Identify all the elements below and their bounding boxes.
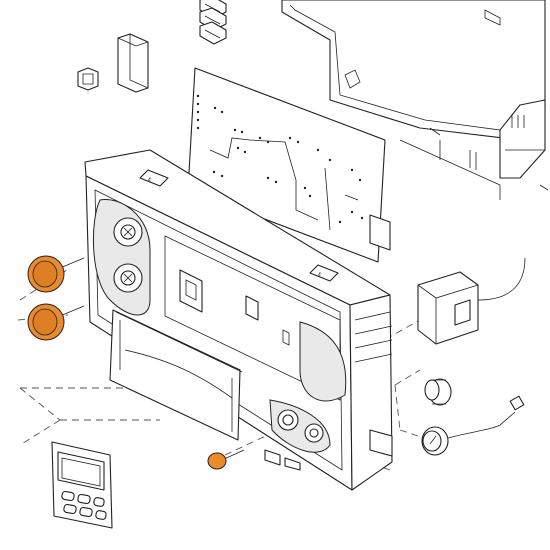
knob-upper[interactable] (27, 255, 85, 293)
connector-block (117, 33, 149, 93)
svg-text:ε: ε (147, 176, 152, 184)
bracket (417, 257, 526, 345)
plug (424, 378, 452, 406)
small-clip (77, 67, 99, 91)
control-panel: ε ε (84, 149, 393, 491)
remote-control (51, 441, 113, 529)
cable-clips (199, 0, 227, 45)
door-cover (109, 309, 243, 441)
rear-housing (281, 0, 549, 200)
pressure-gauge (421, 395, 525, 456)
knob-lower[interactable] (27, 303, 85, 341)
knob-small[interactable] (207, 449, 245, 470)
electronic-board (187, 67, 391, 263)
svg-text:ε: ε (317, 271, 322, 279)
